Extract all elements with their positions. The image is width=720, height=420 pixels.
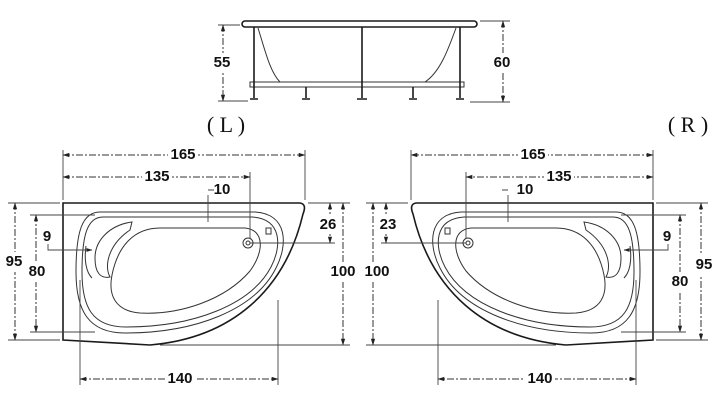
headrest-offset-label: 9 — [663, 228, 671, 245]
bathtub-outline-right — [366, 150, 708, 385]
depth-total-label: 100 — [330, 263, 355, 280]
depth-inner-label: 80 — [672, 273, 689, 290]
depth-inner-label: 80 — [29, 263, 46, 280]
depth-side-label: 95 — [696, 256, 713, 273]
labels-right: ( R ) 165 135 10 23 9 80 95 100 140 — [362, 112, 716, 388]
drain-offset-label: 26 — [320, 216, 337, 233]
drain-offset-label: 23 — [380, 216, 397, 233]
variant-label-left: ( L ) — [207, 112, 245, 137]
width-basin-label: 135 — [144, 168, 169, 185]
depth-side-label: 95 — [6, 253, 23, 270]
plan-view-right — [366, 150, 708, 385]
plan-view-left — [8, 150, 350, 385]
variant-label-right: ( R ) — [668, 112, 708, 137]
width-bottom-label: 140 — [167, 370, 192, 387]
width-basin-label: 135 — [546, 168, 571, 185]
headrest-offset-label: 9 — [43, 228, 51, 245]
side-view: 55 60 — [212, 20, 514, 103]
height-total-label: 60 — [494, 54, 511, 71]
bathtub-outline-left — [8, 150, 350, 385]
height-inner-label: 55 — [214, 54, 231, 71]
rim-offset-label: 10 — [517, 181, 534, 198]
depth-total-label: 100 — [364, 263, 389, 280]
rim-offset-label: 10 — [214, 181, 231, 198]
labels-left: ( L ) 165 135 10 26 9 80 95 100 140 — [4, 112, 358, 388]
width-total-label: 165 — [170, 146, 195, 163]
width-bottom-label: 140 — [527, 370, 552, 387]
width-total-label: 165 — [520, 146, 545, 163]
